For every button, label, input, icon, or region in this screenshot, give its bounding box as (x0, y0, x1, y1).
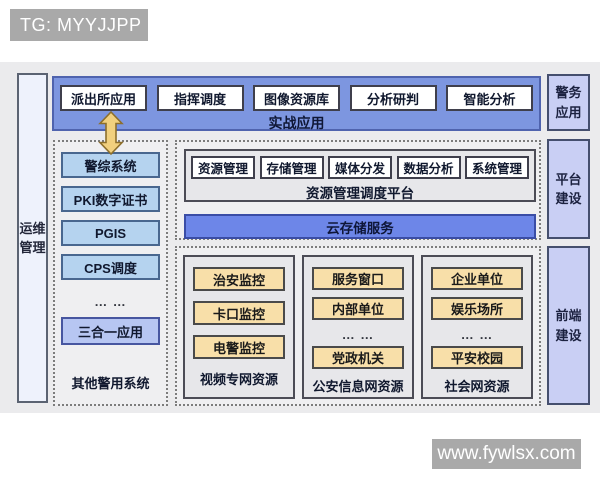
resource-platform-panel: 资源管理 存储管理 媒体分发 数据分析 系统管理 资源管理调度平台 (184, 149, 536, 202)
ops-management-label: 运维管理 (19, 220, 46, 256)
platform-build-label: 平台建设 (555, 171, 582, 207)
police-info-network-column: 服务窗口 内部单位 … … 党政机关 公安信息网资源 (302, 255, 414, 399)
service-window-box: 服务窗口 (312, 267, 404, 290)
police-application-bar: 警务应用 (547, 74, 590, 131)
party-government-box: 党政机关 (312, 346, 404, 369)
tg-watermark-text: TG: MYYJJPP (20, 14, 142, 35)
other-police-systems-label: 其他警用系统 (71, 376, 150, 391)
frontend-build-bar: 前端建设 (547, 246, 590, 405)
pki-certificate-box: PKI数字证书 (61, 186, 160, 212)
data-analysis-box: 数据分析 (396, 156, 461, 179)
resource-platform-label: 资源管理调度平台 (306, 186, 414, 201)
site-watermark-text: www.fywlsx.com (437, 443, 576, 464)
police-info-ellipsis: … … (341, 327, 375, 342)
frontend-build-label: 前端建设 (555, 308, 582, 343)
image-repository-box: 图像资源库 (253, 85, 340, 111)
enterprise-unit-box: 企业单位 (431, 267, 523, 290)
public-security-monitor-box: 治安监控 (193, 267, 285, 291)
media-distribution-box: 媒体分发 (328, 156, 392, 179)
intelligent-analysis-box: 智能分析 (446, 85, 533, 111)
police-info-network-label: 公安信息网资源 (312, 379, 404, 394)
tg-watermark-badge: TG: MYYJJPP (10, 9, 148, 41)
three-in-one-app-box: 三合一应用 (61, 317, 160, 345)
social-network-column: 企业单位 娱乐场所 … … 平安校园 社会网资源 (421, 255, 533, 399)
social-network-label: 社会网资源 (444, 379, 510, 394)
site-watermark-badge: www.fywlsx.com (432, 439, 581, 469)
storage-mgmt-box: 存储管理 (259, 156, 324, 179)
combat-application-panel: 派出所应用 指挥调度 图像资源库 分析研判 智能分析 实战应用 (52, 76, 541, 131)
command-dispatch-box: 指挥调度 (156, 85, 244, 111)
platform-section: 资源管理 存储管理 媒体分发 数据分析 系统管理 资源管理调度平台 云存储服务 (175, 140, 541, 240)
bidirectional-arrow-icon (98, 110, 124, 161)
social-network-ellipsis: … … (460, 327, 494, 342)
checkpoint-monitor-box: 卡口监控 (193, 301, 285, 325)
entertainment-venue-box: 娱乐场所 (431, 297, 523, 320)
combat-application-label: 实战应用 (268, 115, 325, 131)
analysis-judgment-box: 分析研判 (349, 85, 437, 111)
frontend-resources-section: 治安监控 卡口监控 电警监控 视频专网资源 服务窗口 内部单位 … … 党政机关… (175, 246, 541, 406)
traffic-police-monitor-box: 电警监控 (193, 335, 285, 359)
platform-build-bar: 平台建设 (547, 139, 590, 239)
station-app-box: 派出所应用 (60, 85, 147, 111)
system-mgmt-box: 系统管理 (465, 156, 529, 179)
more-systems-ellipsis: … … (94, 294, 127, 309)
ops-management-bar: 运维管理 (17, 73, 48, 403)
internal-unit-box: 内部单位 (312, 297, 404, 320)
video-network-column: 治安监控 卡口监控 电警监控 视频专网资源 (183, 255, 295, 399)
cloud-storage-bar: 云存储服务 (184, 214, 536, 239)
cps-dispatch-box: CPS调度 (61, 254, 160, 280)
video-network-label: 视频专网资源 (199, 372, 278, 387)
police-application-label: 警务应用 (555, 85, 582, 120)
safe-campus-box: 平安校园 (431, 346, 523, 369)
other-police-systems-panel: 警综系统 PKI数字证书 PGIS CPS调度 … … 三合一应用 其他警用系统 (53, 140, 168, 406)
resource-platform-row: 资源管理 存储管理 媒体分发 数据分析 系统管理 (186, 151, 534, 179)
resource-mgmt-box: 资源管理 (191, 156, 255, 179)
combat-application-row: 派出所应用 指挥调度 图像资源库 分析研判 智能分析 (54, 78, 539, 111)
pgis-box: PGIS (61, 220, 160, 246)
